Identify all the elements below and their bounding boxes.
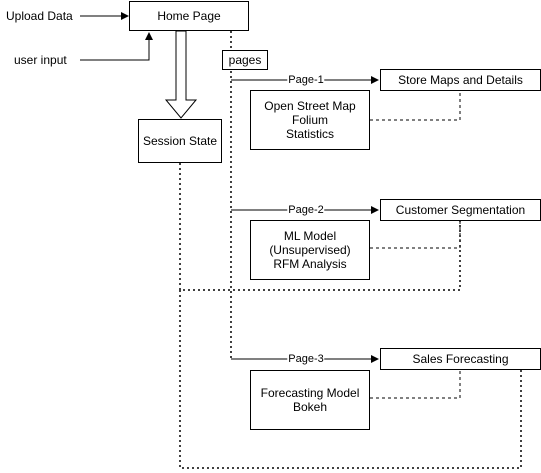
user-input-label: user input bbox=[14, 53, 67, 67]
store-maps-tools-node: Open Street Map Folium Statistics bbox=[250, 90, 370, 150]
sales-forecasting-node: Sales Forecasting bbox=[380, 348, 541, 370]
page2-edge-label: Page-2 bbox=[287, 204, 325, 216]
segmentation-tools-node: ML Model (Unsupervised) RFM Analysis bbox=[250, 220, 370, 280]
store-tools-connector bbox=[370, 91, 461, 121]
home-page-node: Home Page bbox=[129, 1, 249, 31]
store-maps-node: Store Maps and Details bbox=[380, 69, 541, 91]
pages-node: pages bbox=[222, 50, 268, 70]
session-segmentation-loop bbox=[179, 163, 461, 291]
user-input-arrow bbox=[80, 32, 153, 61]
segmentation-tools-connector bbox=[370, 221, 461, 249]
page1-edge-label: Page-1 bbox=[287, 74, 325, 86]
forecasting-tools-node: Forecasting Model Bokeh bbox=[250, 370, 370, 430]
session-state-node: Session State bbox=[138, 119, 222, 163]
page3-edge-label: Page-3 bbox=[287, 353, 325, 365]
upload-data-label: Upload Data bbox=[6, 9, 73, 23]
customer-segmentation-node: Customer Segmentation bbox=[380, 199, 541, 221]
state-flow-arrow bbox=[164, 30, 198, 119]
forecast-tools-connector bbox=[370, 370, 461, 399]
